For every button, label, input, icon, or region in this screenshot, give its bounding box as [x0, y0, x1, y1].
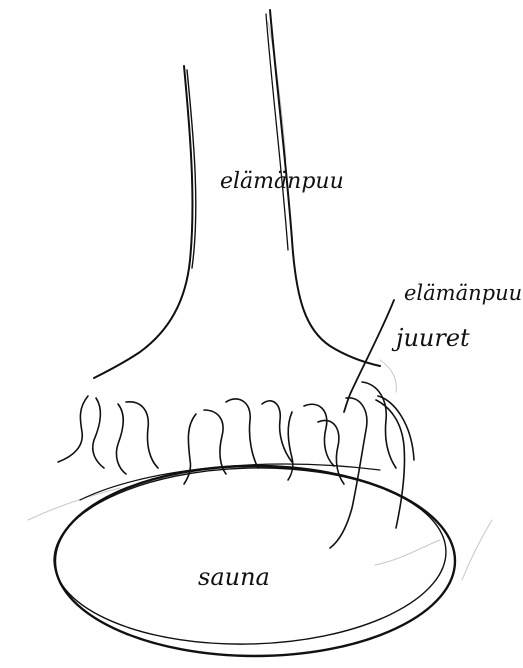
roots-label-line2: juuret [391, 324, 470, 352]
tree-roots [58, 382, 414, 548]
sauna-label: sauna [198, 563, 270, 591]
roots-label-line1: elämänpuun [404, 281, 523, 305]
trunk-label: elämänpuu [220, 169, 344, 194]
tree-trunk [94, 10, 380, 378]
